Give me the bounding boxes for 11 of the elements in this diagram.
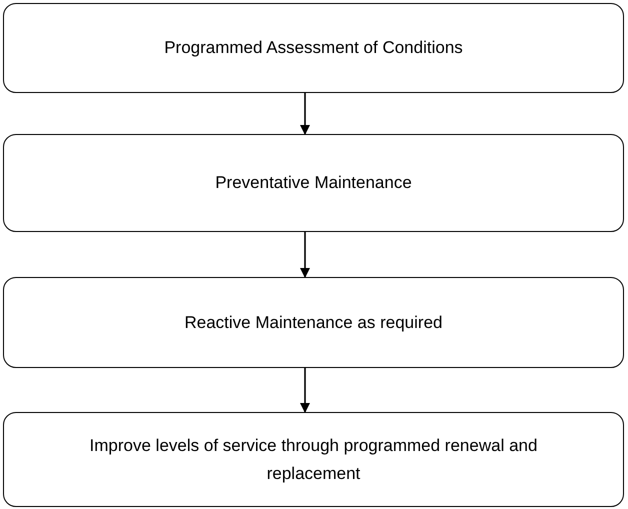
box-text: Reactive Maintenance as required — [184, 312, 442, 334]
arrow — [300, 232, 310, 278]
arrow — [300, 368, 310, 413]
arrow — [300, 93, 310, 135]
box-text: Improve levels of service through programmed renewal and replacement — [88, 435, 538, 484]
process-box — [3, 412, 624, 507]
box-text: Programmed Assessment of Conditions — [164, 37, 463, 60]
box-text: Preventative Maintenance — [215, 172, 412, 194]
process-box — [3, 3, 624, 93]
process-box — [3, 134, 624, 232]
process-box — [3, 277, 624, 368]
